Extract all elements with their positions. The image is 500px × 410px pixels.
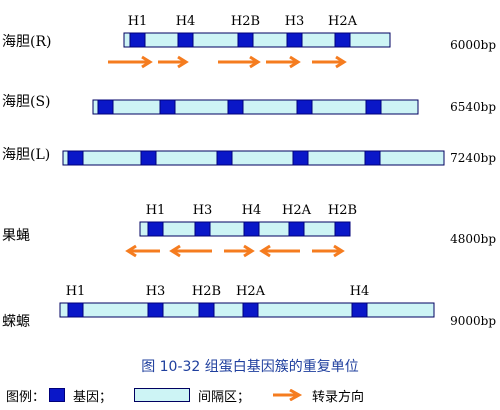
gene-label: H4 [176,14,196,29]
legend: 图例： 基因； 间隔区； 转录方向 [6,385,364,405]
legend-arrow-label: 转录方向 [312,389,365,405]
transcription-arrow [312,55,347,69]
gene-block [227,99,244,115]
repeat-size-label: 4800bp [450,232,496,246]
gene-label: H3 [193,203,213,218]
gene-label: H3 [285,14,305,29]
gene-block [288,221,305,237]
gene-label: H2A [282,203,312,218]
repeat-size-label: 9000bp [450,314,496,328]
gene-block [365,99,382,115]
organism-name: 海胆(R) [2,34,51,50]
spacer-bar [62,150,445,166]
gene-label: H2B [192,284,221,299]
gene-block [364,150,381,166]
gene-block [97,99,114,115]
legend-gene-swatch [49,388,66,402]
figure-caption: 图 10-32 组蛋白基因簇的重复单位 [141,359,359,375]
gene-block [351,302,368,318]
gene-block [147,221,164,237]
gene-block [67,150,84,166]
gene-block [292,150,309,166]
legend-spacer-swatch [134,388,191,402]
gene-label: H1 [146,203,166,218]
gene-block [67,302,84,318]
gene-block [296,99,313,115]
legend-gene-label: 基因； [73,389,113,405]
transcription-arrow [169,244,212,258]
transcription-arrow [158,55,189,69]
legend-title: 图例： [6,389,46,405]
gene-label: H2A [236,284,266,299]
organism-name: 海胆(L) [2,147,50,163]
organism-name: 果蝇 [2,228,30,244]
gene-label: H2B [231,14,260,29]
gene-block [159,99,176,115]
gene-block [129,32,146,48]
organism-name: 蝾螈 [2,314,30,330]
gene-label: H2B [328,203,357,218]
gene-block [177,32,194,48]
gene-block [242,302,259,318]
repeat-size-label: 6540bp [450,100,496,114]
spacer-bar [139,221,343,237]
repeat-size-label: 7240bp [450,151,496,165]
gene-block [140,150,157,166]
transcription-arrow [312,244,345,258]
gene-block [194,221,211,237]
transcription-arrow [266,55,301,69]
gene-block [216,150,233,166]
gene-block [286,32,303,48]
gene-label: H4 [350,284,370,299]
transcription-arrow [224,244,255,258]
gene-block [334,32,351,48]
transcription-arrow [218,55,261,69]
gene-block [243,221,260,237]
transcription-arrow [259,244,300,258]
gene-block [147,302,164,318]
gene-label: H1 [66,284,86,299]
gene-label: H1 [128,14,148,29]
organism-name: 海胆(S) [2,94,51,110]
transcription-arrow [125,244,160,258]
gene-label: H2A [328,14,358,29]
gene-label: H3 [146,284,166,299]
gene-block [334,221,351,237]
repeat-size-label: 6000bp [450,38,496,52]
legend-arrow-icon [272,389,304,401]
legend-spacer-label: 间隔区； [198,389,251,405]
gene-label: H4 [242,203,262,218]
gene-block [237,32,254,48]
gene-block [198,302,215,318]
transcription-arrow [108,55,153,69]
